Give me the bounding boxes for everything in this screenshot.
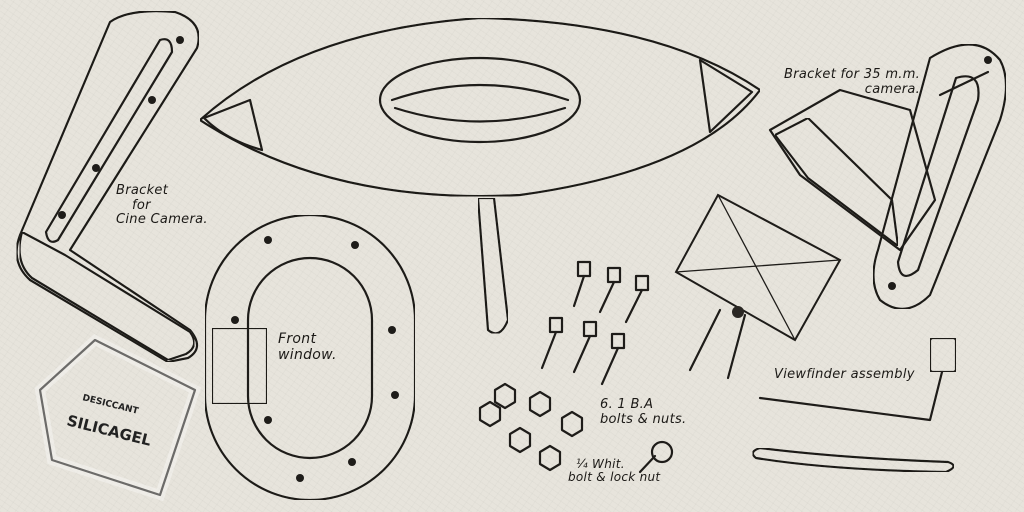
nut	[495, 384, 515, 408]
caption-line: Front	[278, 332, 337, 348]
viewfinder-frame	[676, 195, 840, 378]
nut	[562, 412, 582, 436]
bolt	[600, 268, 620, 312]
packet-line-1: DESICCANT	[81, 393, 140, 417]
bracket-hole	[58, 211, 66, 219]
boat-housing	[200, 18, 760, 333]
bolt	[574, 322, 596, 372]
caption-bolts-nuts: 6. 1 B.A bolts & nuts.	[600, 398, 686, 427]
caption-line: bolts & nuts.	[600, 413, 686, 428]
nuts-group	[480, 384, 582, 470]
caption-line: Bracket	[116, 184, 208, 199]
caption-cine-bracket: Bracket for Cine Camera.	[116, 184, 208, 228]
nut	[510, 428, 530, 452]
silica-gel-packet: DESICCANT SILICAGEL	[40, 340, 195, 495]
bolt	[602, 334, 624, 384]
caption-line: Cine Camera.	[116, 213, 208, 228]
nut	[530, 392, 550, 416]
caption-line: 6. 1 B.A	[600, 398, 686, 413]
bolt	[626, 276, 648, 322]
caption-whit-bolt: ¼ Whit. bolt & lock nut	[568, 458, 660, 485]
caption-front-window: Front window.	[278, 332, 337, 363]
caption-line: for	[116, 199, 208, 214]
caption-bracket-35mm: Bracket for 35 m.m. camera.	[784, 68, 920, 97]
bolt	[574, 262, 590, 306]
viewfinder-assembly	[753, 338, 956, 472]
nut	[480, 402, 500, 426]
caption-line: bolt & lock nut	[568, 471, 660, 484]
nut	[540, 446, 560, 470]
packet-line-2: SILICAGEL	[65, 411, 153, 449]
bracket-hole	[92, 164, 100, 172]
caption-line: Bracket for 35 m.m.	[784, 68, 920, 83]
bolts-group	[542, 262, 648, 384]
caption-viewfinder: Viewfinder assembly	[774, 368, 915, 383]
bracket-hole	[176, 36, 184, 44]
caption-line: ¼ Whit.	[568, 458, 660, 471]
caption-line: window.	[278, 348, 337, 364]
bolt	[542, 318, 562, 368]
caption-line: camera.	[784, 83, 920, 98]
bracket-hole	[148, 96, 156, 104]
